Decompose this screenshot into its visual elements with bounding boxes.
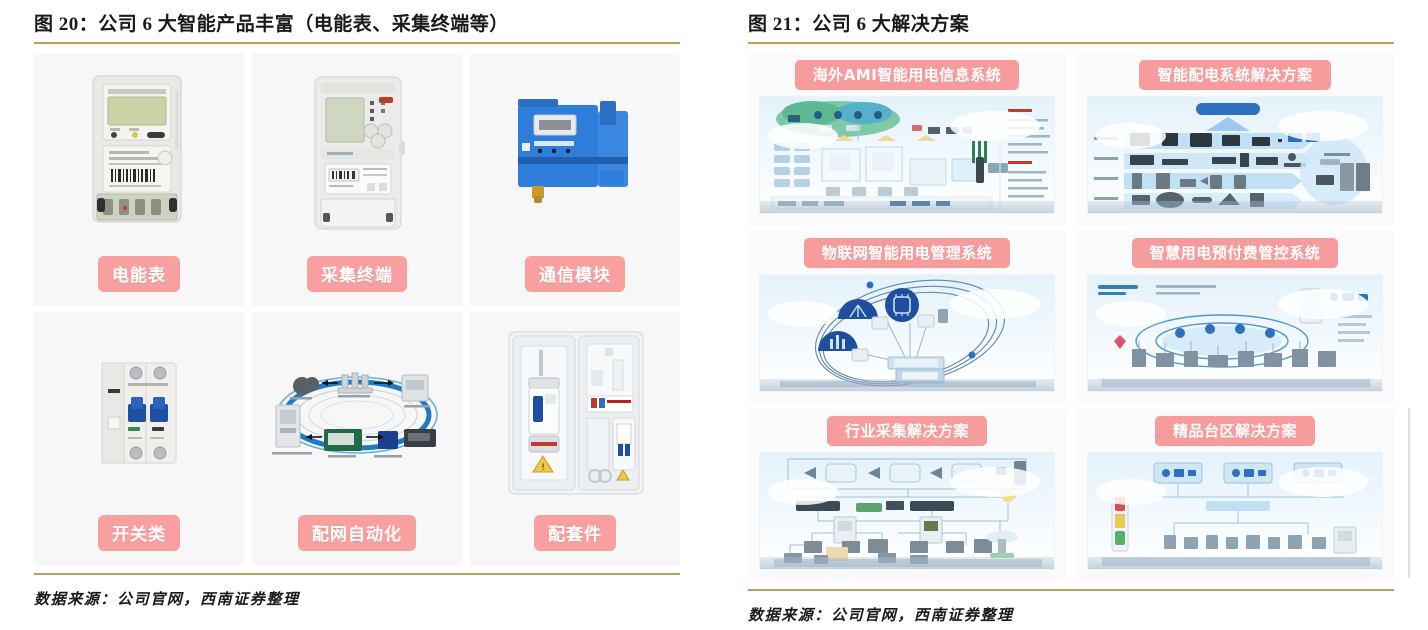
ami-architecture-diagram-icon [759,96,1055,214]
diagram-ground [1088,379,1382,391]
product-cell-distribution-automation[interactable]: 配网自动化 [252,312,462,565]
communication-module-icon [470,53,680,256]
solution-grid: 海外AMI智能用电信息系统 [748,44,1394,581]
solution-cell-smart-distribution[interactable]: 智能配电系统解决方案 [1076,53,1394,225]
product-label: 配套件 [534,515,616,551]
figure-21-title: 图 21：公司 6 大解决方案 [748,14,970,35]
product-cell-accessories[interactable]: ! [470,312,680,565]
solution-cell-prepaid-control[interactable]: 智慧用电预付费管控系统 [1076,231,1394,403]
diagram-ground [1088,201,1382,213]
solution-label: 精品台区解决方案 [1154,416,1315,446]
iot-orbit-diagram-icon [759,274,1055,392]
product-label: 采集终端 [307,256,407,292]
product-cell-switch[interactable]: 开关类 [34,312,244,565]
figure-21-top-rule [748,42,1394,44]
product-label: 配网自动化 [298,515,416,551]
diagram-ground [760,557,1054,569]
svg-text:!: ! [541,463,545,473]
network-topology-diagram-icon [759,452,1055,570]
diagram-ground [1088,557,1382,569]
product-grid: 电能表 [34,44,680,565]
meter-box-enclosure-icon: ! [470,312,680,515]
collection-terminal-icon [252,53,462,256]
solution-label: 行业采集解决方案 [826,416,987,446]
product-cell-collection-terminal[interactable]: 采集终端 [252,53,462,306]
solution-label: 智慧用电预付费管控系统 [1131,238,1339,268]
solution-cell-industry-collection[interactable]: 行业采集解决方案 [748,409,1066,581]
product-cell-communication-module[interactable]: 通信模块 [470,53,680,306]
figure-21-panel: 图 21：公司 6 大解决方案 海外AMI智能用电信息系统 [714,0,1428,630]
distribution-automation-diagram-icon [252,312,462,515]
solution-cell-iot-management[interactable]: 物联网智能用电管理系统 [748,231,1066,403]
solution-cell-premium-substation[interactable]: 精品台区解决方案 [1076,409,1394,581]
electric-meter-icon [34,53,244,256]
solution-label: 海外AMI智能用电信息系统 [794,60,1020,90]
diagram-ground [760,201,1054,213]
substation-area-diagram-icon [1087,452,1383,570]
page-edge-marker [1408,408,1410,578]
prepaid-control-diagram-icon [1087,274,1383,392]
figure-20-source: 数据来源：公司官网，西南证券整理 [34,592,300,608]
figure-20-panel: 图 20：公司 6 大智能产品丰富（电能表、采集终端等） [34,14,680,608]
figure-20-bottom-rule [34,573,680,575]
product-cell-electric-meter[interactable]: 电能表 [34,53,244,306]
figure-20-top-rule [34,42,680,44]
solution-label: 物联网智能用电管理系统 [803,238,1011,268]
figure-21-bottom-rule [748,589,1394,591]
figure-20-title: 图 20：公司 6 大智能产品丰富（电能表、采集终端等） [34,14,509,35]
diagram-ground [760,379,1054,391]
product-label: 通信模块 [525,256,625,292]
solution-cell-ami[interactable]: 海外AMI智能用电信息系统 [748,53,1066,225]
layered-distribution-diagram-icon [1087,96,1383,214]
figure-21-source: 数据来源：公司官网，西南证券整理 [748,608,1014,624]
product-label: 电能表 [98,256,180,292]
solution-label: 智能配电系统解决方案 [1139,60,1331,90]
product-label: 开关类 [98,515,180,551]
circuit-breaker-icon [34,312,244,515]
